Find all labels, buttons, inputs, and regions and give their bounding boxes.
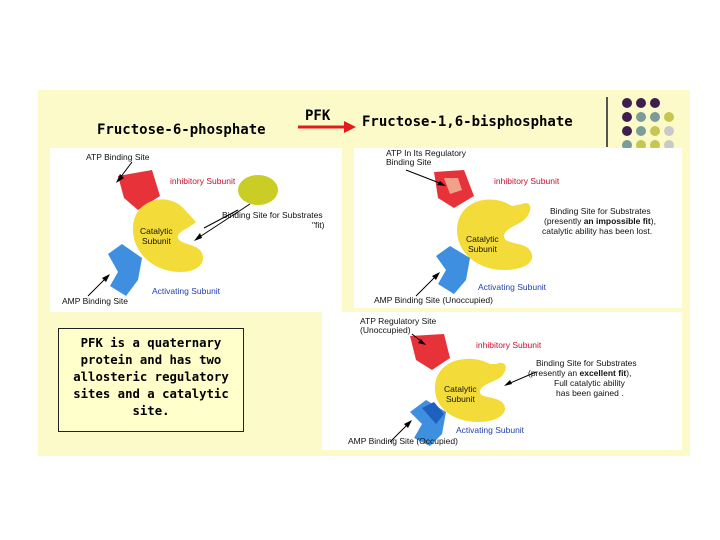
- decorative-dot: [636, 112, 646, 122]
- atp-label-line1: ATP In Its Regulatory: [386, 148, 467, 158]
- catalytic-subunit-shape: [132, 199, 204, 273]
- amp-label: AMP Binding Site (Occupied): [348, 436, 458, 446]
- activating-label: Activating Subunit: [152, 286, 221, 296]
- binding-site-label-line1: Binding Site for Substrates: [222, 210, 323, 220]
- catalytic-label-line2: Subunit: [142, 236, 171, 246]
- catalytic-subunit-shape: [457, 199, 533, 270]
- decorative-dot-grid: [618, 96, 688, 152]
- binding-site-label-line2: (presently an excellent fit),: [528, 368, 631, 378]
- decorative-dot: [664, 112, 674, 122]
- catalytic-label-line2: Subunit: [468, 244, 497, 254]
- decorative-dot: [622, 140, 632, 150]
- description-line5: site.: [132, 404, 170, 418]
- catalytic-subunit-shape: [434, 358, 506, 422]
- atp-label-line2: (Unoccupied): [360, 325, 411, 335]
- atp-binding-label: ATP Binding Site: [86, 152, 150, 162]
- catalytic-label-line1: Catalytic: [444, 384, 477, 394]
- description-line2: protein and has two: [80, 353, 222, 367]
- catalytic-label-line2: Subunit: [446, 394, 475, 404]
- inhibitory-subunit-shape: [118, 170, 160, 210]
- atp-label-line2: Binding Site: [386, 157, 432, 167]
- description-line1: PFK is a quaternary: [80, 336, 222, 350]
- binding-site-label-line3: Full catalytic ability: [554, 378, 626, 388]
- decorative-dot: [622, 126, 632, 136]
- amp-bound-shape: [422, 402, 444, 424]
- binding-site-label-line1: Binding Site for Substrates: [550, 206, 651, 216]
- panel-inactive-enzyme: ATP Binding Site inhibitory Subunit Cata…: [50, 148, 342, 312]
- decorative-dot: [622, 112, 632, 122]
- activating-subunit-shape: [108, 244, 142, 296]
- reaction-arrow: [298, 121, 356, 133]
- binding-site-label-line2: "fit): [312, 220, 325, 230]
- inhibitory-subunit-shape: [410, 334, 450, 370]
- activating-subunit-shape: [436, 246, 470, 294]
- panel-activated-enzyme: ATP Regulatory Site (Unoccupied) inhibit…: [322, 312, 682, 450]
- atp-bound-shape: [444, 178, 462, 194]
- panel-inhibited-enzyme: ATP In Its Regulatory Binding Site inhib…: [354, 148, 682, 308]
- atp-label-line1: ATP Regulatory Site: [360, 316, 436, 326]
- amp-label: AMP Binding Site (Unoccupied): [374, 295, 493, 305]
- decorative-dot: [650, 126, 660, 136]
- amp-binding-label: AMP Binding Site: [62, 296, 128, 306]
- catalytic-label-line1: Catalytic: [466, 234, 499, 244]
- substrate-shape: [238, 175, 278, 205]
- binding-site-label-line4: has been gained .: [556, 388, 624, 398]
- activating-label: Activating Subunit: [456, 425, 525, 435]
- decorative-dot: [636, 126, 646, 136]
- decorative-dot: [664, 140, 674, 150]
- description-line4: sites and a catalytic: [73, 387, 229, 401]
- product-label: Fructose-1,6-bisphosphate: [362, 114, 573, 130]
- binding-site-label-line1: Binding Site for Substrates: [536, 358, 637, 368]
- binding-site-label-line3: catalytic ability has been lost.: [542, 226, 652, 236]
- decorative-dot: [636, 98, 646, 108]
- decorative-dot: [650, 112, 660, 122]
- inhibitory-label: inhibitory Subunit: [170, 176, 236, 186]
- substrate-label: Fructose-6-phosphate: [97, 122, 266, 138]
- binding-site-label-line2: (presently an impossible fit),: [544, 216, 656, 226]
- decorative-dot: [650, 98, 660, 108]
- description-line3: allosteric regulatory: [73, 370, 229, 384]
- decorative-dot: [664, 126, 674, 136]
- divider-line: [606, 97, 608, 147]
- enzyme-label: PFK: [305, 108, 331, 124]
- inhibitory-label: inhibitory Subunit: [476, 340, 542, 350]
- activating-label: Activating Subunit: [478, 282, 547, 292]
- inhibitory-label: inhibitory Subunit: [494, 176, 560, 186]
- decorative-dot: [650, 140, 660, 150]
- catalytic-label-line1: Catalytic: [140, 226, 173, 236]
- decorative-dot: [622, 98, 632, 108]
- decorative-dot: [636, 140, 646, 150]
- pfk-description-box: PFK is a quaternary protein and has two …: [58, 328, 244, 432]
